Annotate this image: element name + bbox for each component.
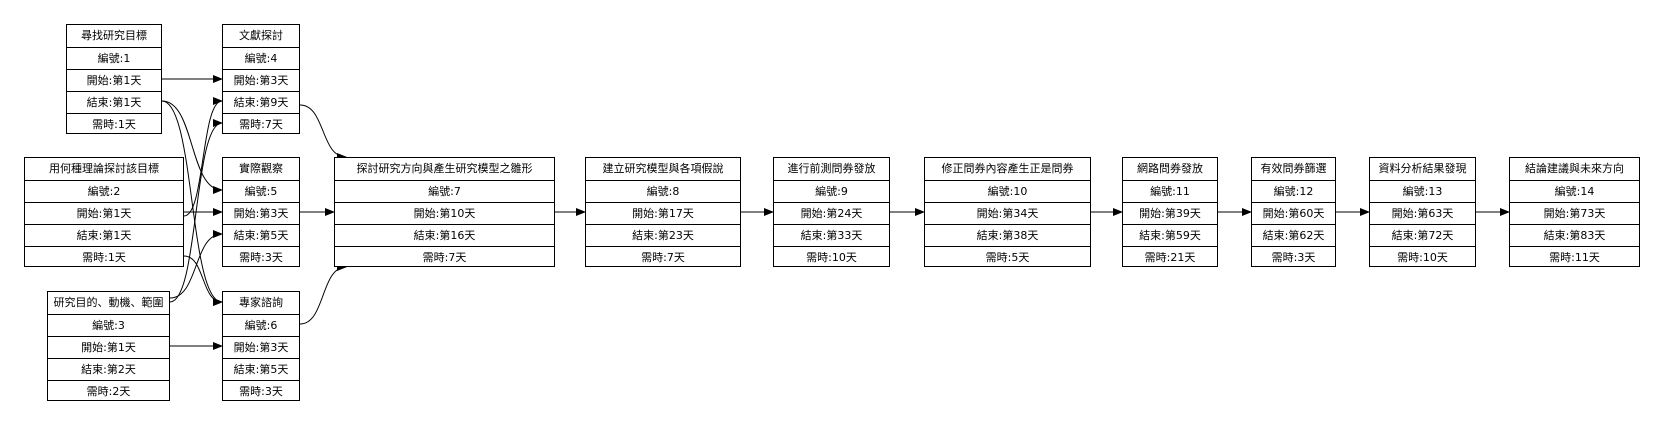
task-title: 結論建議與未來方向 bbox=[1525, 162, 1624, 175]
task-end: 結束:第2天 bbox=[48, 358, 169, 380]
task-end: 結束:第5天 bbox=[223, 358, 299, 380]
arrow-2-to-6 bbox=[183, 255, 223, 306]
task-duration: 需時:3天 bbox=[223, 246, 299, 268]
task-end: 結束:第16天 bbox=[335, 224, 554, 246]
task-start: 開始:第39天 bbox=[1123, 202, 1217, 224]
task-title: 研究目的、動機、範圍 bbox=[53, 296, 164, 309]
task-start: 開始:第1天 bbox=[67, 69, 161, 91]
task-id: 編號:2 bbox=[25, 180, 183, 202]
task-start: 開始:第1天 bbox=[25, 202, 183, 224]
task-start: 開始:第1天 bbox=[48, 336, 169, 358]
task-duration: 需時:7天 bbox=[335, 246, 554, 268]
task-start: 開始:第10天 bbox=[335, 202, 554, 224]
task-start: 開始:第60天 bbox=[1252, 202, 1335, 224]
task-title: 修正問券內容產生正是問券 bbox=[941, 162, 1074, 175]
task-end: 結束:第59天 bbox=[1123, 224, 1217, 246]
arrow-6-to-7 bbox=[299, 263, 347, 325]
task-duration: 需時:10天 bbox=[774, 246, 889, 268]
task-id: 編號:4 bbox=[223, 47, 299, 69]
task-title: 有效問券篩選 bbox=[1260, 162, 1327, 175]
task-duration: 需時:11天 bbox=[1510, 246, 1639, 268]
task-end: 結束:第9天 bbox=[223, 91, 299, 113]
task-id: 編號:12 bbox=[1252, 180, 1335, 202]
task-duration: 需時:5天 bbox=[925, 246, 1090, 268]
task-duration: 需時:21天 bbox=[1123, 246, 1217, 268]
task-id: 編號:10 bbox=[925, 180, 1090, 202]
task-end: 結束:第33天 bbox=[774, 224, 889, 246]
task-id: 編號:7 bbox=[335, 180, 554, 202]
task-start: 開始:第17天 bbox=[586, 202, 740, 224]
task-end: 結束:第5天 bbox=[223, 224, 299, 246]
task-title: 資料分析結果發現 bbox=[1378, 162, 1467, 175]
task-id: 編號:8 bbox=[586, 180, 740, 202]
task-id: 編號:14 bbox=[1510, 180, 1639, 202]
task-title: 尋找研究目標 bbox=[81, 29, 147, 42]
arrow-2-to-4 bbox=[183, 97, 223, 217]
task-title: 用何種理論探討該目標 bbox=[49, 162, 159, 175]
task-id: 編號:13 bbox=[1370, 180, 1475, 202]
task-title: 網路問券發放 bbox=[1137, 162, 1203, 175]
task-title: 建立研究模型與各項假說 bbox=[602, 162, 724, 175]
task-start: 開始:第3天 bbox=[223, 336, 299, 358]
task-id: 編號:9 bbox=[774, 180, 889, 202]
task-end: 結束:第1天 bbox=[25, 224, 183, 246]
task-start: 開始:第3天 bbox=[223, 202, 299, 224]
task-id: 編號:3 bbox=[48, 314, 169, 336]
task-id: 編號:11 bbox=[1123, 180, 1217, 202]
task-duration: 需時:1天 bbox=[25, 246, 183, 268]
task-duration: 需時:7天 bbox=[223, 113, 299, 135]
task-title: 實際觀察 bbox=[239, 162, 283, 175]
task-title: 進行前測問券發放 bbox=[787, 162, 876, 175]
task-start: 開始:第34天 bbox=[925, 202, 1090, 224]
task-end: 結束:第38天 bbox=[925, 224, 1090, 246]
task-duration: 需時:2天 bbox=[48, 380, 169, 402]
task-start: 開始:第3天 bbox=[223, 69, 299, 91]
arrow-4-to-7 bbox=[299, 104, 347, 161]
task-end: 結束:第83天 bbox=[1510, 224, 1639, 246]
task-start: 開始:第24天 bbox=[774, 202, 889, 224]
task-title: 文獻探討 bbox=[239, 29, 283, 42]
task-duration: 需時:7天 bbox=[586, 246, 740, 268]
task-duration: 需時:1天 bbox=[67, 113, 161, 135]
task-start: 開始:第63天 bbox=[1370, 202, 1475, 224]
task-title: 探討研究方向與產生研究模型之雛形 bbox=[356, 162, 533, 175]
task-id: 編號:1 bbox=[67, 47, 161, 69]
arrow-3-to-4 bbox=[169, 119, 223, 303]
arrow-1-to-5 bbox=[161, 100, 223, 194]
task-id: 編號:5 bbox=[223, 180, 299, 202]
task-title: 專家諮詢 bbox=[239, 296, 283, 309]
task-end: 結束:第62天 bbox=[1252, 224, 1335, 246]
task-duration: 需時:3天 bbox=[223, 380, 299, 402]
task-duration: 需時:3天 bbox=[1252, 246, 1335, 268]
task-id: 編號:6 bbox=[223, 314, 299, 336]
task-duration: 需時:10天 bbox=[1370, 246, 1475, 268]
task-end: 結束:第1天 bbox=[67, 91, 161, 113]
arrow-1-to-6 bbox=[161, 100, 223, 306]
arrow-3-to-5 bbox=[169, 230, 223, 299]
task-end: 結束:第23天 bbox=[586, 224, 740, 246]
task-start: 開始:第73天 bbox=[1510, 202, 1639, 224]
task-end: 結束:第72天 bbox=[1370, 224, 1475, 246]
